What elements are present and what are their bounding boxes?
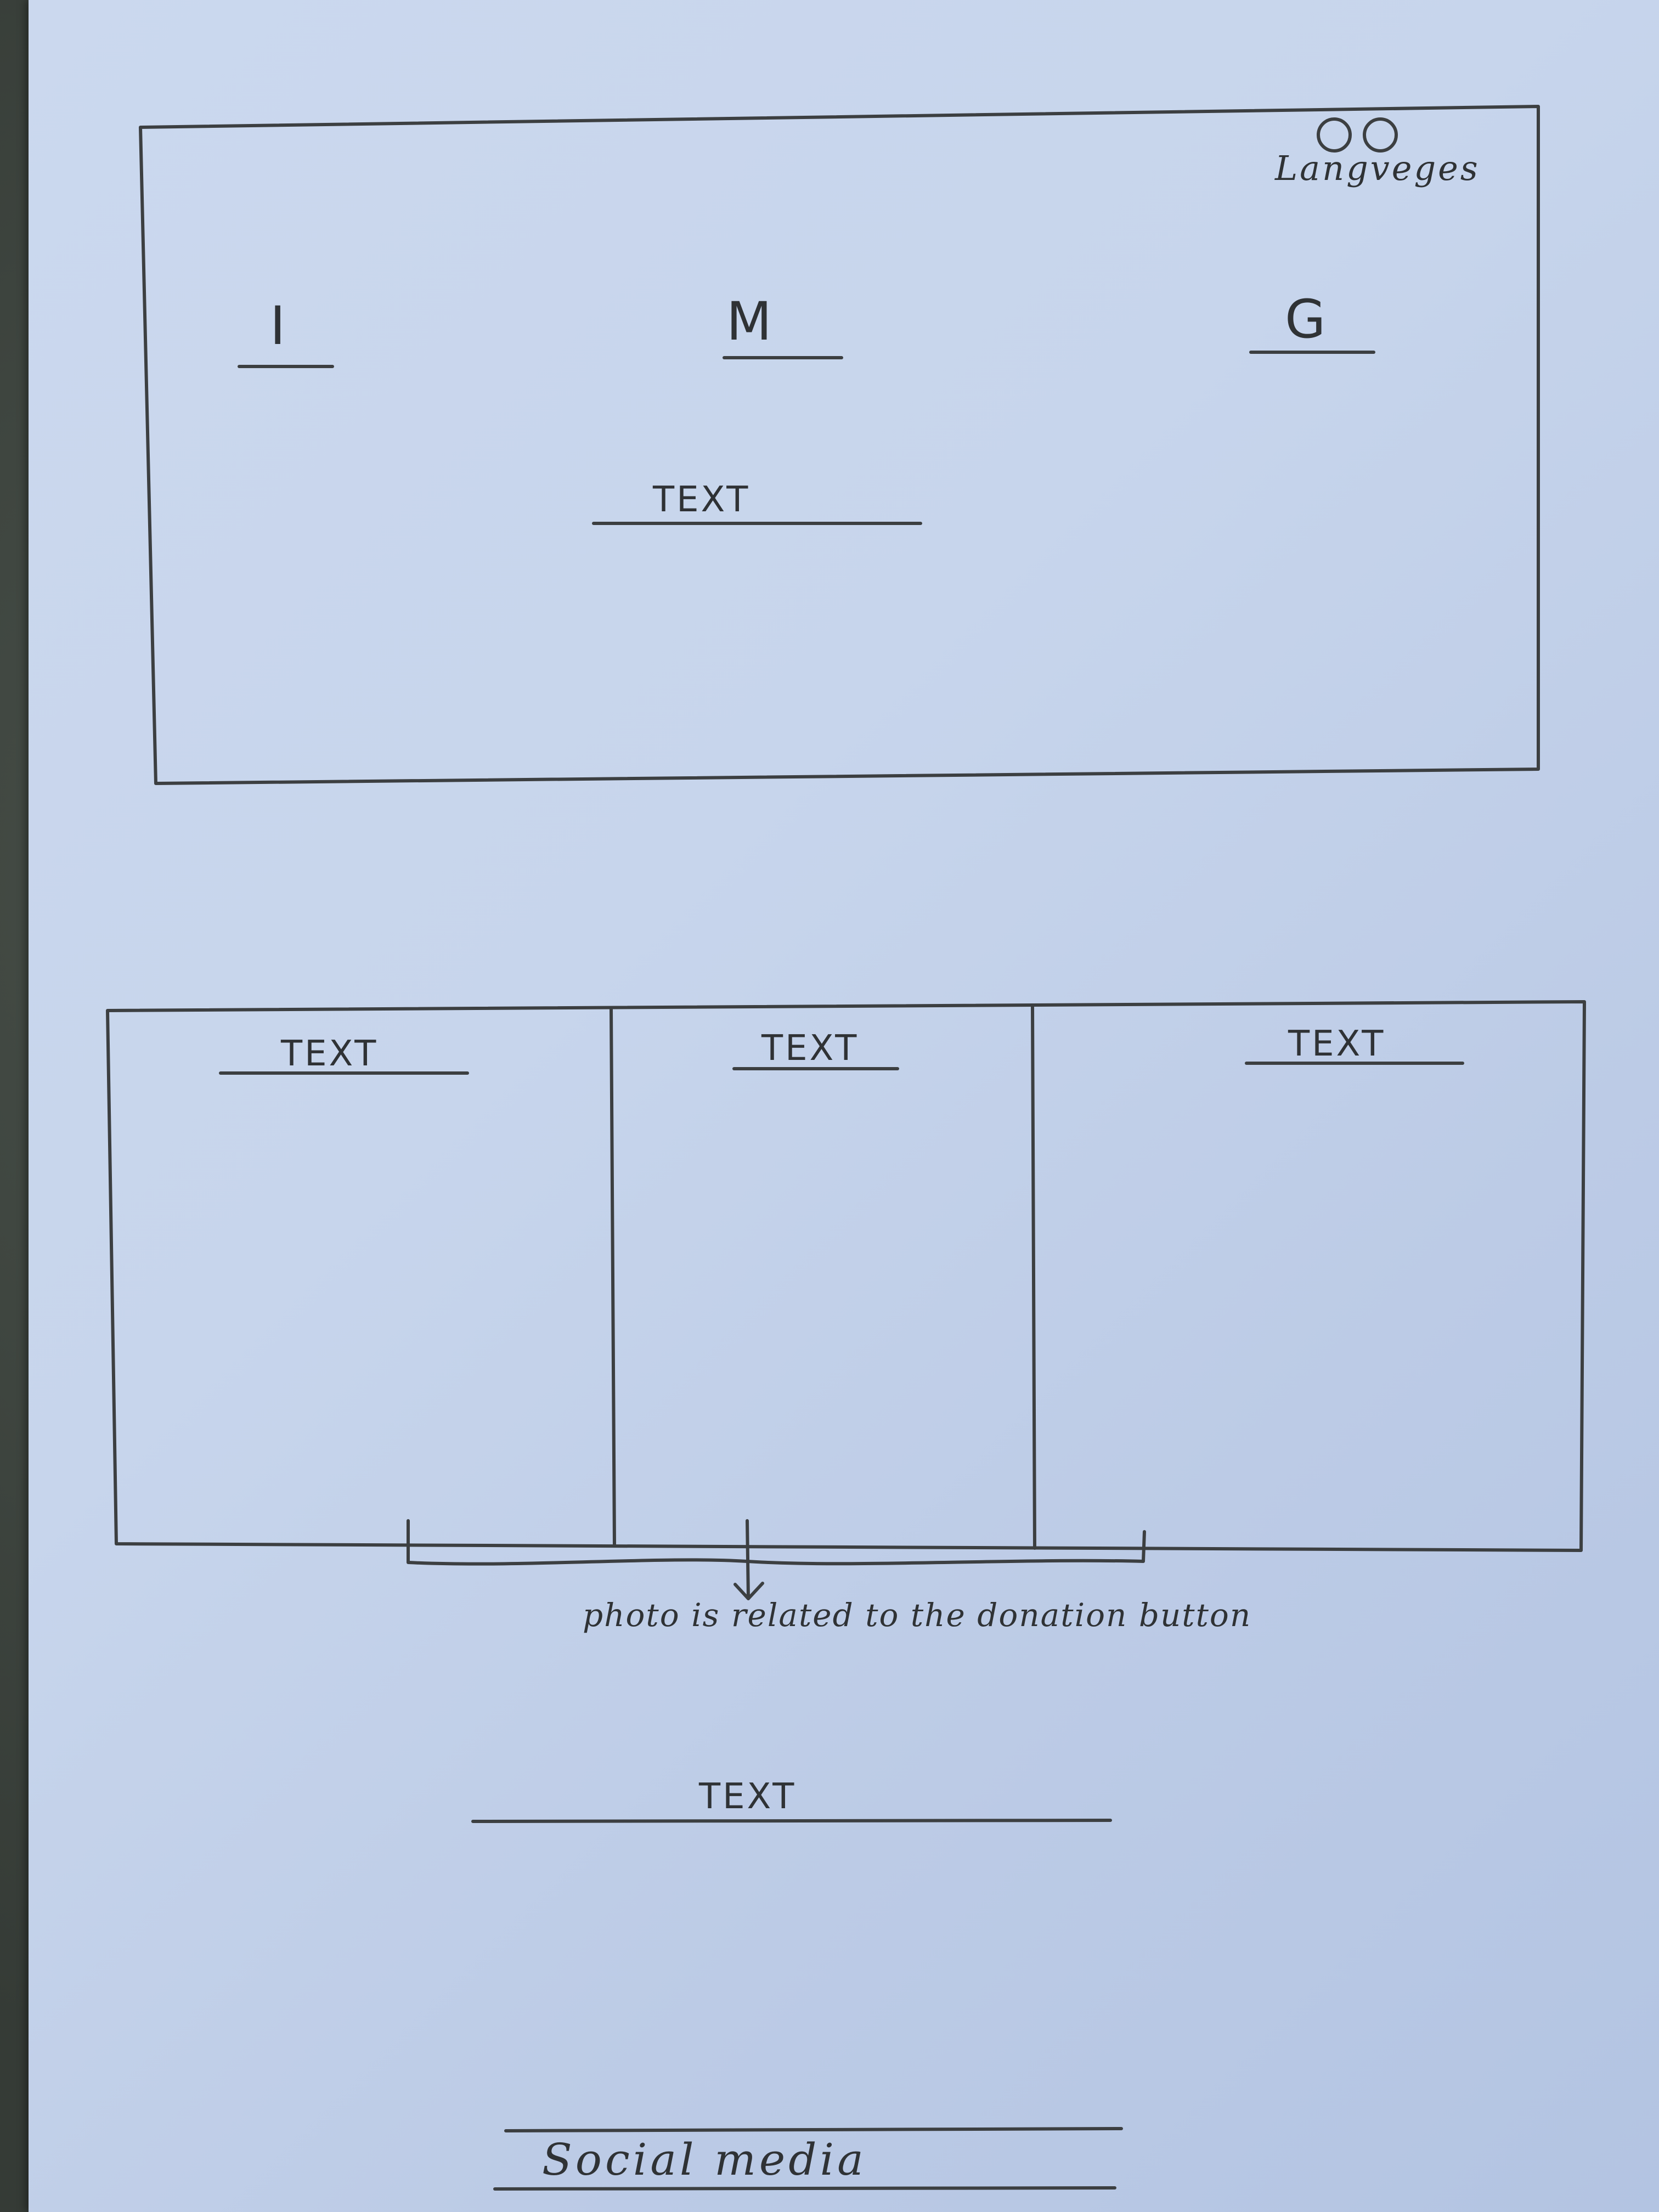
hero-headline-text: TEXT — [653, 479, 751, 520]
middle-text-underline — [471, 1819, 1112, 1823]
language-option-circle-1[interactable] — [1317, 117, 1352, 153]
card-3-photo[interactable] — [1043, 1097, 1576, 1536]
card-divider-1 — [610, 1008, 616, 1548]
card-3-title: TEXT — [1288, 1024, 1386, 1064]
card-1-photo[interactable] — [122, 1097, 605, 1536]
social-media-label[interactable]: Social media — [542, 2134, 867, 2185]
card-divider-2 — [1031, 1003, 1036, 1550]
paper-sheet: Langveges I M G TEXT TEXT TEXT TEXT phot… — [29, 0, 1659, 2212]
footer-line-top — [504, 2127, 1123, 2132]
language-option-circle-2[interactable] — [1363, 117, 1398, 153]
languages-label: Langveges — [1275, 148, 1480, 188]
sketch-lines — [106, 105, 1586, 2191]
card-2-title: TEXT — [761, 1028, 859, 1069]
hero-box-outline — [139, 105, 1540, 785]
card-2-photo[interactable] — [621, 1097, 1027, 1536]
annotation-note: photo is related to the donation button — [583, 1596, 1252, 1634]
card-1-title: TEXT — [281, 1034, 379, 1074]
nav-item-g[interactable]: G — [1285, 289, 1328, 350]
middle-text: TEXT — [699, 1776, 797, 1817]
footer-line-bottom — [493, 2186, 1116, 2191]
bracket-arrow — [733, 1519, 764, 1600]
nav-item-m[interactable]: M — [726, 291, 774, 352]
cards-row-outline — [106, 1000, 1586, 1552]
nav-item-i[interactable]: I — [270, 295, 288, 357]
